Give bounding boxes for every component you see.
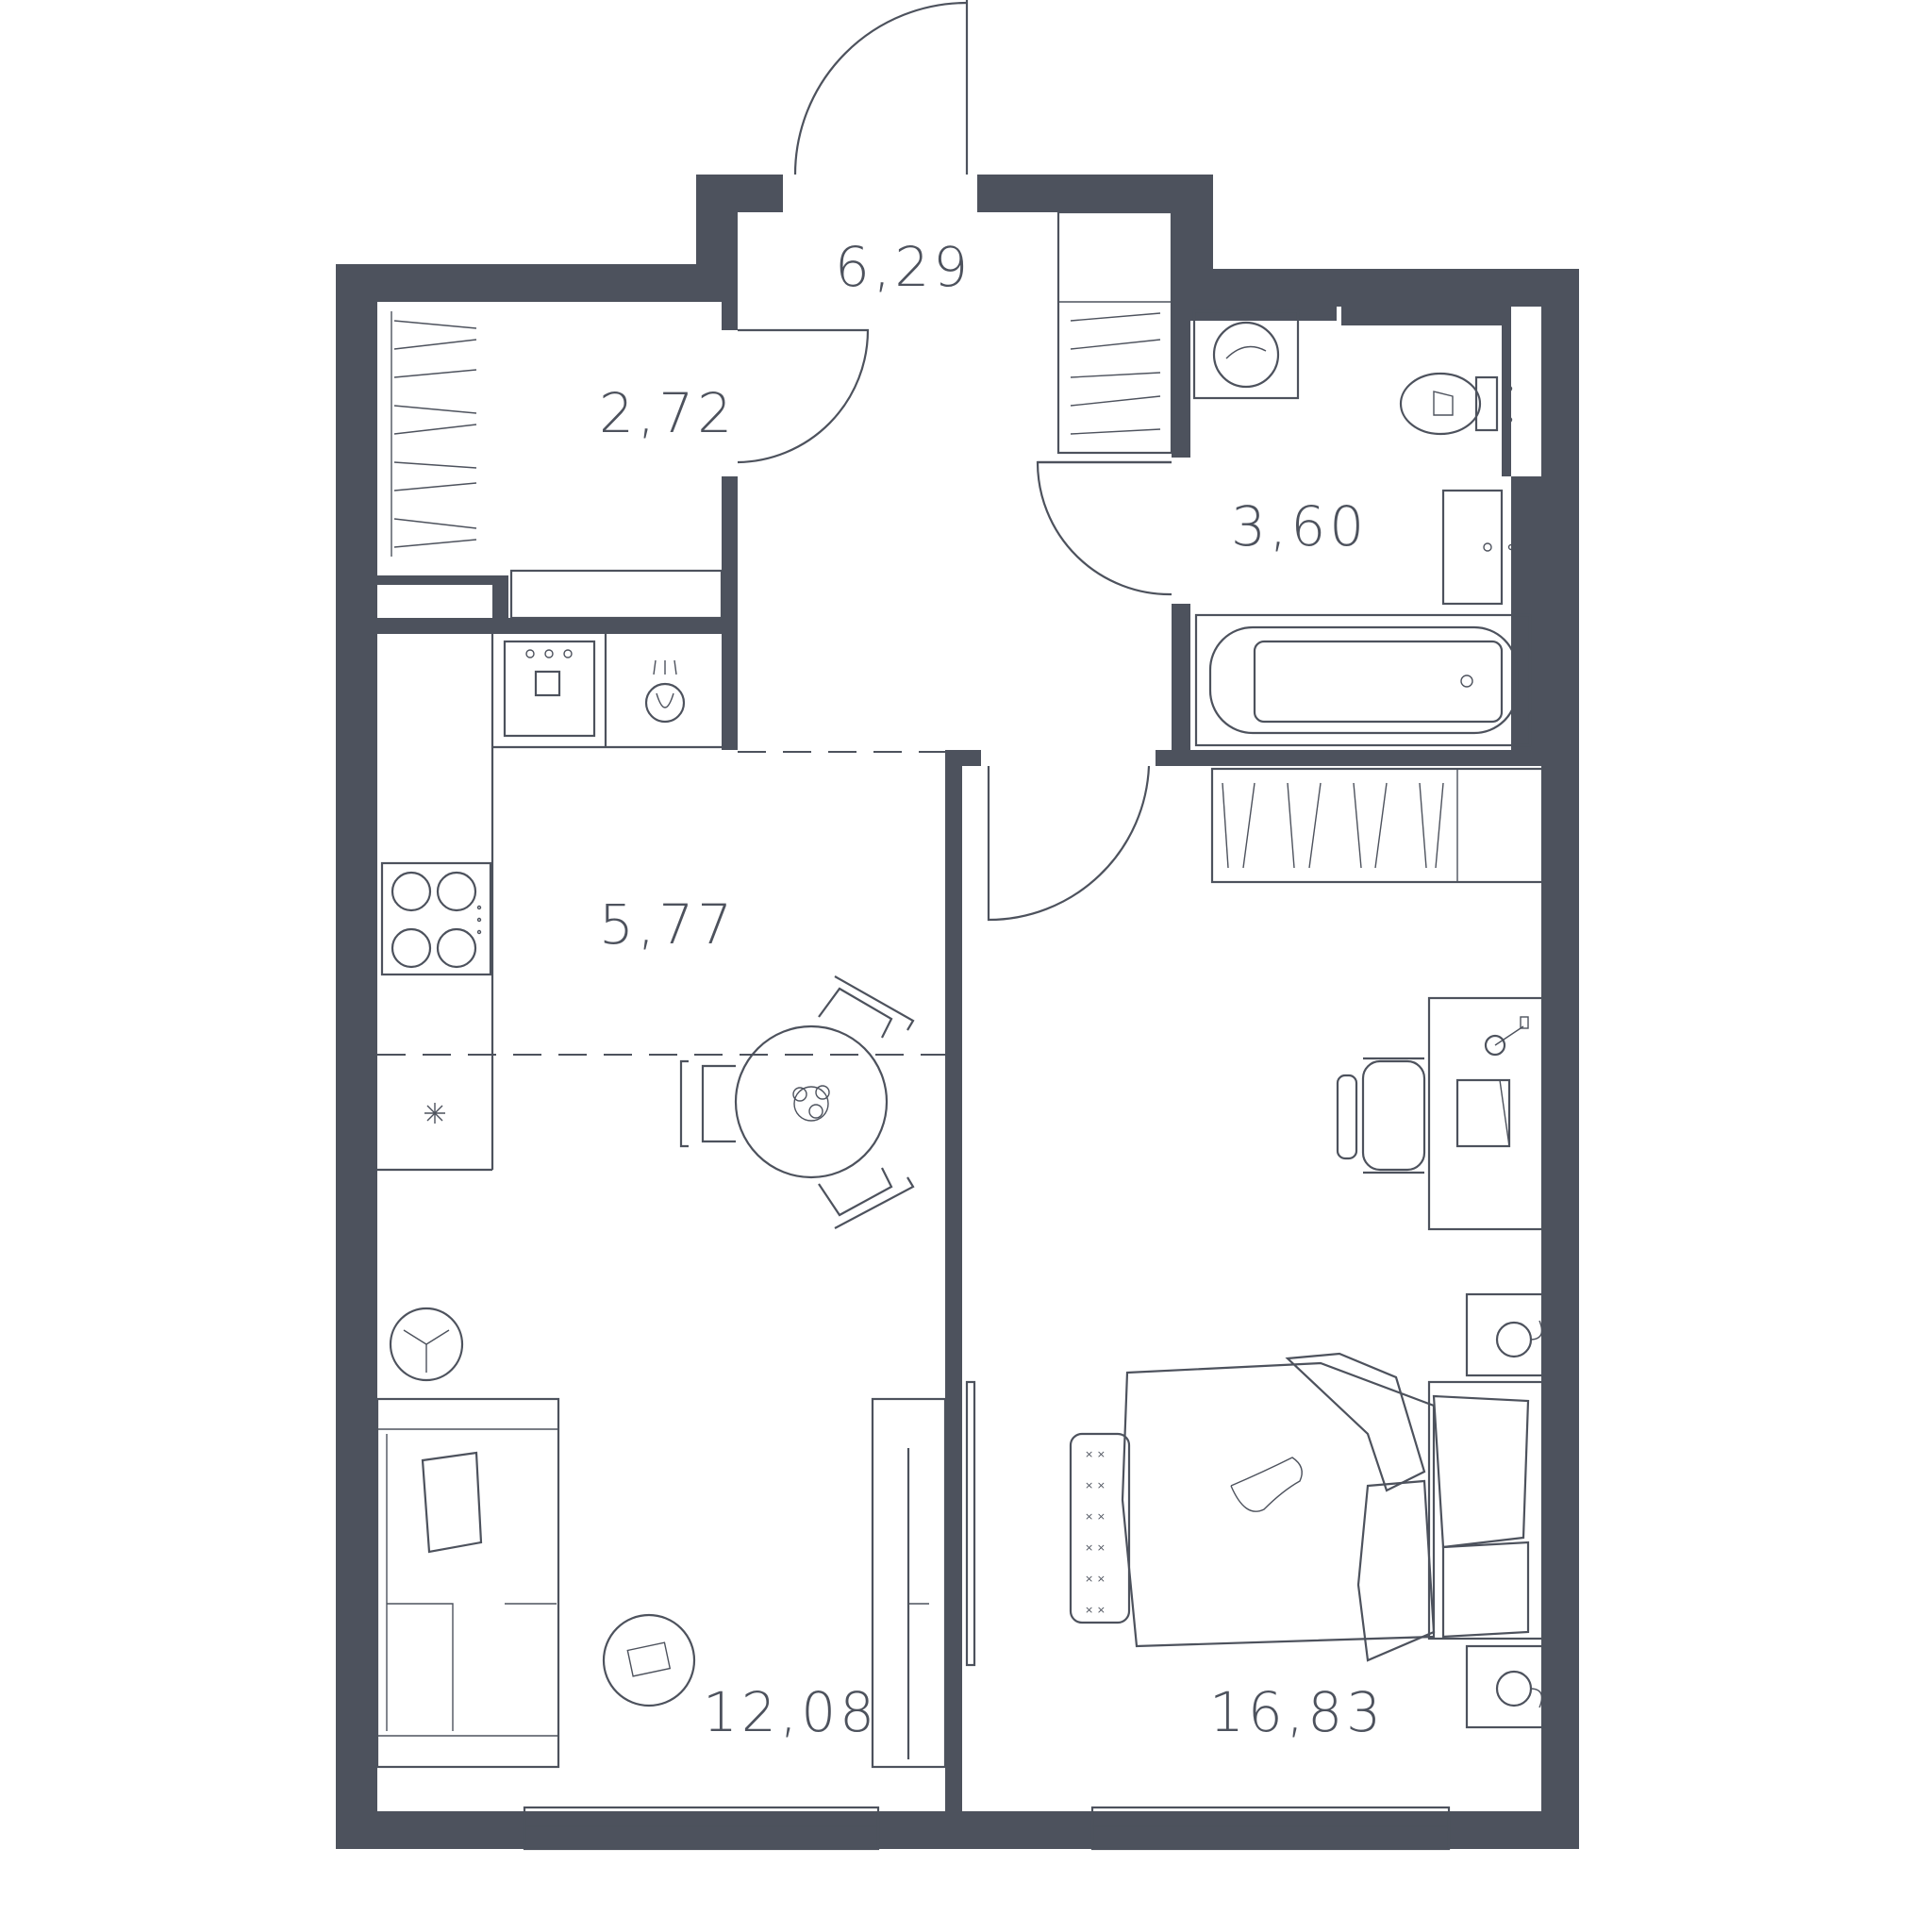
- room-area-bathroom: 3,60: [1231, 494, 1368, 558]
- room-area-hall: 6,29: [835, 235, 972, 299]
- bench-icon: × × × × × × × × × × × ×: [1069, 1432, 1131, 1624]
- sofa-icon: [375, 1397, 560, 1769]
- windows: [523, 1806, 1451, 1851]
- stove-icon: [380, 861, 492, 976]
- door-swing-icon: [737, 0, 1172, 922]
- wardrobe-shelf-icon: [391, 311, 723, 620]
- area-labels: 6,29 2,72 3,60 5,77 12,08 16,83: [599, 235, 1385, 1744]
- svg-text:× ×: × ×: [1085, 1510, 1106, 1523]
- room-area-wardrobe: 2,72: [599, 381, 736, 445]
- bedroom-wardrobe-icon: [1210, 767, 1544, 884]
- rug-icon: [602, 1613, 696, 1707]
- plant-icon: [389, 1307, 464, 1382]
- svg-text:× ×: × ×: [1085, 1448, 1106, 1460]
- room-area-living-room: 12,08: [703, 1680, 878, 1744]
- washing-machine-icon: [1192, 309, 1300, 400]
- bedroom-mirror: [965, 1380, 976, 1667]
- svg-text:× ×: × ×: [1085, 1573, 1106, 1585]
- office-chair-icon: [1336, 1057, 1426, 1174]
- toilet-icon: [1399, 372, 1513, 436]
- room-area-bedroom: 16,83: [1209, 1680, 1385, 1744]
- desk-icon: [1427, 996, 1544, 1231]
- room-area-kitchen: 5,77: [599, 892, 736, 957]
- bathtub-icon: [1194, 613, 1532, 747]
- svg-text:× ×: × ×: [1085, 1541, 1106, 1554]
- tv-icon: [871, 1397, 947, 1769]
- chair-icon: [679, 975, 915, 1229]
- svg-text:× ×: × ×: [1085, 1479, 1106, 1491]
- hall-wardrobe-icon: [1056, 210, 1173, 455]
- zone-dividers: [377, 751, 945, 1056]
- kitchen-sink-icon: [503, 640, 596, 738]
- dining-table-icon: [734, 1024, 889, 1179]
- nightstand-icon: [1465, 1292, 1544, 1729]
- dishwasher-icon: [644, 659, 686, 724]
- walls: [336, 175, 1579, 1849]
- sink-icon: [1441, 489, 1515, 606]
- bed-icon: [1121, 1352, 1544, 1662]
- fridge-icon: [424, 1103, 445, 1124]
- kitchen-counter: [377, 634, 722, 1172]
- svg-text:× ×: × ×: [1085, 1604, 1106, 1616]
